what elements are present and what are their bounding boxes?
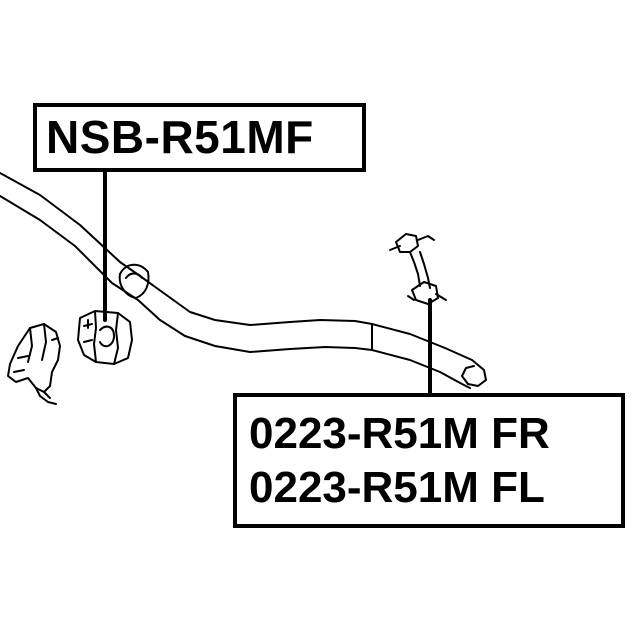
- link-part-number-right: 0223-R51M FR: [249, 409, 550, 458]
- stabilizer-link-part: [389, 233, 447, 305]
- link-part-number-left: 0223-R51M FL: [249, 463, 545, 512]
- stabilizer-bar: [0, 172, 487, 389]
- link-part-number-label: 0223-R51M FR 0223-R51M FL: [233, 393, 625, 528]
- bushing-part-number: NSB-R51MF: [46, 111, 314, 163]
- bushing-part-number-label: NSB-R51MF: [33, 103, 366, 172]
- bracket-part: [7, 323, 61, 405]
- bushing-part: [77, 310, 133, 365]
